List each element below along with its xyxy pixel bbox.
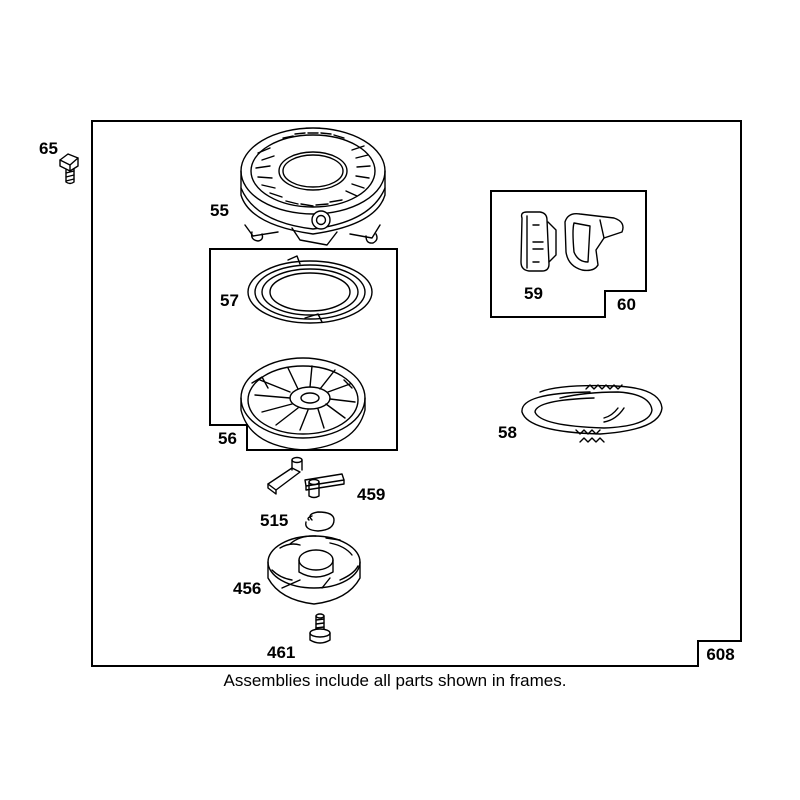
recoil-spring-icon [247, 255, 373, 324]
part-label-pawl: 459 [357, 485, 386, 504]
part-label-rope: 58 [498, 423, 517, 442]
assembly-tag-main: 608 [697, 640, 742, 667]
assembly-frame-handle [490, 190, 647, 318]
part-label-spring: 57 [220, 291, 239, 310]
starter-handle-icon [520, 211, 624, 272]
assembly-frame-main [91, 120, 742, 667]
part-label-bolt: 65 [39, 139, 58, 158]
part-label-housing: 55 [210, 201, 229, 220]
retainer-clip-icon [305, 511, 335, 532]
footnote: Assemblies include all parts shown in fr… [223, 671, 567, 690]
part-label-screw: 461 [267, 643, 296, 662]
assembly-frame-pulley [209, 248, 398, 451]
part-label-clip: 515 [260, 511, 289, 530]
part-label-cup: 456 [233, 579, 262, 598]
bolt-icon [59, 153, 79, 185]
recoil-housing-icon [240, 127, 386, 246]
screw-icon [309, 613, 331, 644]
starter-cup-icon [267, 535, 361, 605]
starter-rope-icon [521, 384, 663, 443]
pawl-icon [267, 456, 345, 499]
part-label-handle-insert: 59 [524, 284, 543, 303]
assembly-tag-pulley: 56 [209, 424, 248, 451]
assembly-tag-handle: 60 [604, 290, 647, 318]
